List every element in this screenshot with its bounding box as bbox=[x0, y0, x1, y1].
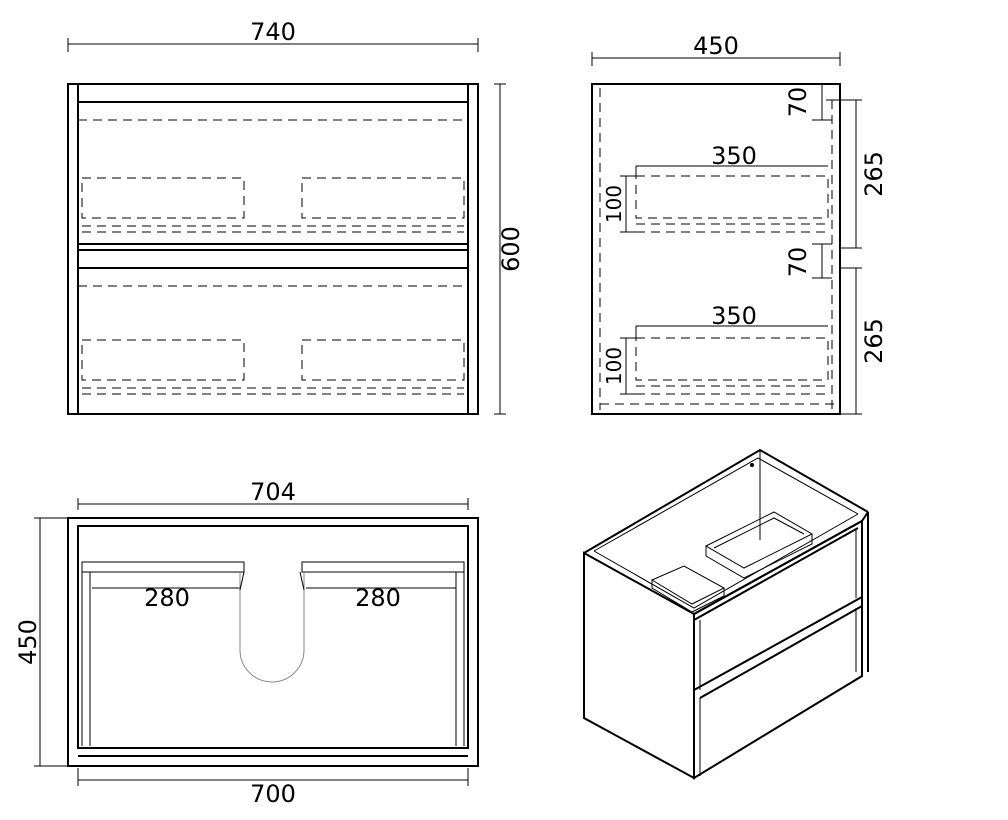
front-height-dimension: 600 bbox=[494, 83, 525, 415]
top-inner-width-dimension: 704 bbox=[77, 478, 469, 510]
iso-drain-hole bbox=[750, 463, 754, 467]
isometric-view bbox=[583, 448, 869, 780]
side-view: 450 70 265 350 100 bbox=[591, 32, 888, 415]
top-right-drawer: 280 bbox=[301, 561, 465, 746]
side-middle-gap-dimension: 70 bbox=[784, 243, 832, 279]
top-left-drawer: 280 bbox=[81, 561, 245, 746]
side-carcass bbox=[591, 83, 841, 415]
top-inner-width-label: 704 bbox=[250, 478, 296, 506]
side-depth-label: 450 bbox=[693, 32, 739, 60]
side-upper-drawer-box: 350 100 bbox=[602, 142, 829, 233]
top-carcass bbox=[67, 517, 479, 767]
top-outer-width-dimension: 700 bbox=[77, 768, 469, 808]
front-view: 740 600 bbox=[67, 18, 525, 415]
top-inner-area bbox=[77, 525, 469, 749]
top-left-drawer-label: 280 bbox=[144, 584, 190, 612]
front-lower-drawer bbox=[77, 267, 469, 415]
side-upper-drawer-inner-height-label: 100 bbox=[602, 185, 626, 223]
side-top-gap-label: 70 bbox=[784, 87, 812, 118]
side-middle-gap-label: 70 bbox=[784, 247, 812, 278]
front-height-label: 600 bbox=[497, 226, 525, 272]
top-plumbing-cutout bbox=[239, 572, 305, 683]
front-upper-drawer bbox=[77, 101, 469, 245]
side-lower-drawer-inner-height-label: 100 bbox=[602, 347, 626, 385]
side-lower-drawer-box: 350 100 bbox=[602, 302, 829, 395]
side-upper-drawer-height-label: 265 bbox=[860, 151, 888, 197]
front-width-label: 740 bbox=[250, 18, 296, 46]
top-depth-label: 450 bbox=[14, 619, 42, 665]
side-top-gap-dimension: 70 bbox=[784, 84, 840, 121]
top-depth-dimension: 450 bbox=[14, 517, 72, 767]
side-lower-drawer-height-dimension: 265 bbox=[840, 267, 888, 415]
side-upper-drawer-height-dimension: 265 bbox=[840, 99, 888, 249]
front-width-dimension: 740 bbox=[67, 18, 479, 52]
side-depth-dimension: 450 bbox=[591, 32, 841, 66]
side-upper-drawer-depth-label: 350 bbox=[711, 142, 757, 170]
top-view: 704 450 280 280 bbox=[14, 478, 479, 808]
top-right-drawer-label: 280 bbox=[355, 584, 401, 612]
iso-side-panel bbox=[583, 551, 695, 780]
top-outer-width-label: 700 bbox=[250, 780, 296, 808]
side-lower-drawer-depth-label: 350 bbox=[711, 302, 757, 330]
side-lower-drawer-height-label: 265 bbox=[860, 318, 888, 364]
